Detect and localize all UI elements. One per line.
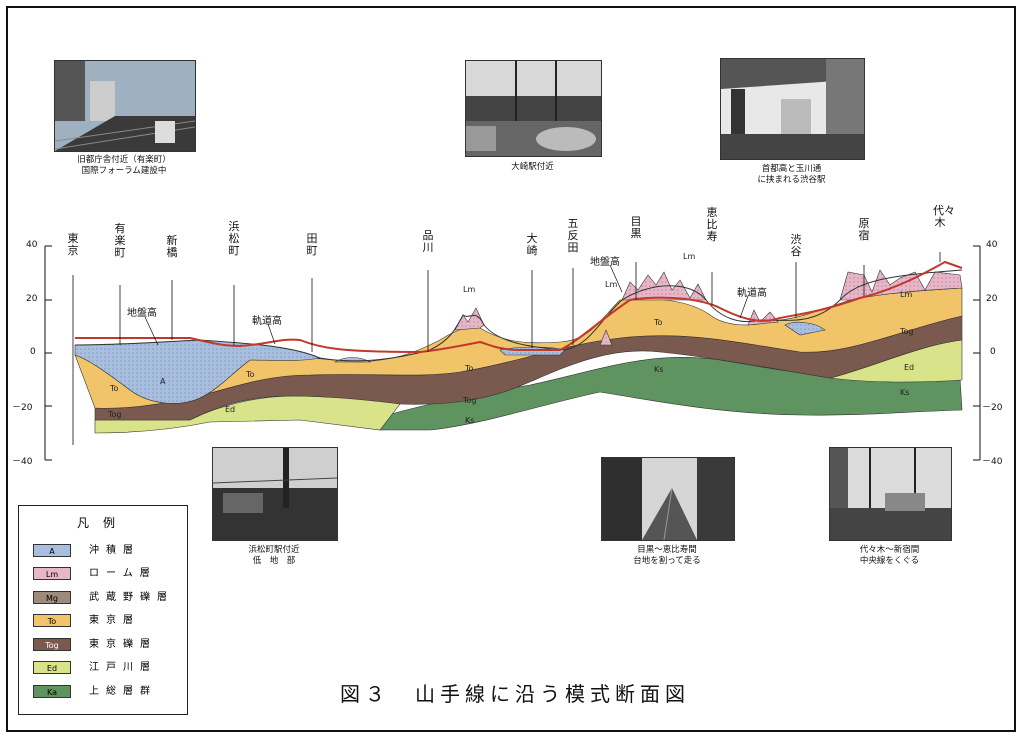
legend-swatch-to: To bbox=[33, 614, 71, 627]
layer-label-to-4: To bbox=[654, 318, 663, 327]
layer-label-ks-3: Ks bbox=[900, 388, 910, 397]
annotation-lm-meguro: Lm bbox=[683, 252, 696, 261]
legend-item-ed: Ed 江戸川層 bbox=[33, 661, 183, 675]
photo-shibuya bbox=[720, 58, 865, 160]
annotation-lm-shinagawa: Lm bbox=[463, 285, 476, 294]
legend-title: 凡例 bbox=[76, 516, 129, 530]
legend-item-a: A 沖積層 bbox=[33, 544, 183, 558]
layer-label-to-2: To bbox=[246, 370, 255, 379]
annotation-track-right: 軌道高 bbox=[737, 288, 767, 299]
axis-tick-left-0: 0 bbox=[30, 347, 36, 357]
legend: 凡例 A 沖積層 Lm ローム層 Mg 武蔵野礫層 To 東京層 Tog 東京礫… bbox=[18, 505, 188, 715]
layer-lm-small bbox=[599, 329, 613, 346]
legend-swatch-tog: Tog bbox=[33, 638, 71, 651]
station-yoyogi: 代々木 bbox=[933, 204, 955, 229]
layer-label-ks-2: Ks bbox=[654, 365, 664, 374]
axis-tick-right-0: 0 bbox=[990, 347, 996, 357]
legend-item-ka: Ka 上総層群 bbox=[33, 685, 183, 699]
photo-meguro-ebisu-caption: 目黒～恵比寿間 台地を割って走る bbox=[633, 545, 701, 566]
layer-label-tog-2: Tog bbox=[463, 396, 477, 405]
annotation-lm-gotanda: Lm bbox=[605, 280, 618, 289]
photo-yoyogi-shinjuku-caption: 代々木～新宿間 中央線をくぐる bbox=[859, 545, 920, 566]
legend-swatch-mg: Mg bbox=[33, 591, 71, 604]
photo-yurakucho bbox=[54, 60, 196, 152]
axis-tick-right-20: 20 bbox=[986, 294, 998, 304]
photo-yoyogi-shinjuku bbox=[829, 447, 952, 541]
legend-item-lm: Lm ローム層 bbox=[33, 567, 183, 581]
legend-swatch-ed: Ed bbox=[33, 661, 71, 674]
station-shibuya: 渋谷 bbox=[790, 233, 802, 258]
axis-tick-right-40: 40 bbox=[986, 240, 998, 250]
legend-name-mg: 武蔵野礫層 bbox=[89, 592, 174, 603]
layer-label-a: A bbox=[160, 377, 166, 386]
layer-label-ks-1: Ks bbox=[465, 416, 475, 425]
axis-tick-right-m40: －40 bbox=[982, 457, 1003, 467]
track-line bbox=[75, 260, 963, 354]
annotation-ground-right: 地盤高 bbox=[590, 257, 620, 268]
station-tokyo: 東京 bbox=[67, 232, 79, 257]
station-shinagawa: 品川 bbox=[422, 229, 434, 254]
layer-label-tog-1: Tog bbox=[108, 410, 122, 419]
axis-tick-left-40: 40 bbox=[26, 240, 38, 250]
legend-name-to: 東京層 bbox=[89, 615, 140, 626]
legend-item-mg: Mg 武蔵野礫層 bbox=[33, 591, 183, 605]
axis-tick-left-m40: －40 bbox=[12, 457, 33, 467]
station-tamachi: 田町 bbox=[306, 232, 318, 257]
layer-label-ed-2: Ed bbox=[904, 363, 915, 372]
layer-a-shibuya bbox=[784, 321, 826, 336]
annotation-track-left: 軌道高 bbox=[252, 316, 282, 327]
legend-name-ka: 上総層群 bbox=[89, 686, 157, 697]
layer-lm-shinagawa bbox=[454, 307, 485, 331]
legend-name-lm: ローム層 bbox=[89, 568, 157, 579]
legend-swatch-lm: Lm bbox=[33, 567, 71, 580]
legend-name-ed: 江戸川層 bbox=[89, 662, 157, 673]
legend-name-a: 沖積層 bbox=[89, 545, 140, 556]
layer-lm-shibuya bbox=[747, 309, 779, 326]
layer-label-ed-1: Ed bbox=[225, 405, 236, 414]
ground-line bbox=[74, 269, 963, 362]
layer-label-to-3: To bbox=[465, 364, 474, 373]
station-osaki: 大崎 bbox=[526, 232, 538, 257]
station-gotanda: 五反田 bbox=[567, 217, 579, 254]
legend-swatch-ka: Ka bbox=[33, 685, 71, 698]
station-hamamatsucho: 浜松町 bbox=[228, 220, 240, 257]
station-ebisu: 恵比寿 bbox=[706, 206, 718, 243]
station-meguro: 目黒 bbox=[630, 215, 642, 240]
photo-yurakucho-caption: 旧都庁舎付近（有楽町） 国際フォーラム建設中 bbox=[77, 155, 171, 176]
layer-label-tog-3: Tog bbox=[900, 327, 914, 336]
photo-shibuya-caption: 首都高と玉川通 に挟まれる渋谷駅 bbox=[757, 164, 826, 185]
photo-hamamatsucho-caption: 浜松町駅付近 低 地 部 bbox=[248, 545, 300, 566]
axis-tick-left-20: 20 bbox=[26, 294, 38, 304]
legend-swatch-a: A bbox=[33, 544, 71, 557]
station-harajuku: 原宿 bbox=[858, 217, 870, 242]
figure-title: 図３ 山手線に沿う模式断面図 bbox=[340, 682, 690, 706]
station-shimbashi: 新橋 bbox=[166, 234, 178, 259]
station-yurakucho: 有楽町 bbox=[114, 222, 126, 259]
axis-tick-left-m20: －20 bbox=[12, 403, 33, 413]
layer-label-to-1: To bbox=[110, 384, 119, 393]
legend-item-tog: Tog 東京礫層 bbox=[33, 638, 183, 652]
legend-item-to: To 東京層 bbox=[33, 614, 183, 628]
photo-hamamatsucho bbox=[212, 447, 338, 541]
photo-meguro-ebisu bbox=[601, 457, 735, 541]
photo-osaki bbox=[465, 60, 602, 157]
axis-tick-right-m20: －20 bbox=[982, 403, 1003, 413]
legend-name-tog: 東京礫層 bbox=[89, 639, 157, 650]
layer-label-lm-harajuku: Lm bbox=[900, 290, 913, 299]
annotation-ground-left: 地盤高 bbox=[127, 308, 157, 319]
photo-osaki-caption: 大崎駅付近 bbox=[511, 162, 554, 172]
